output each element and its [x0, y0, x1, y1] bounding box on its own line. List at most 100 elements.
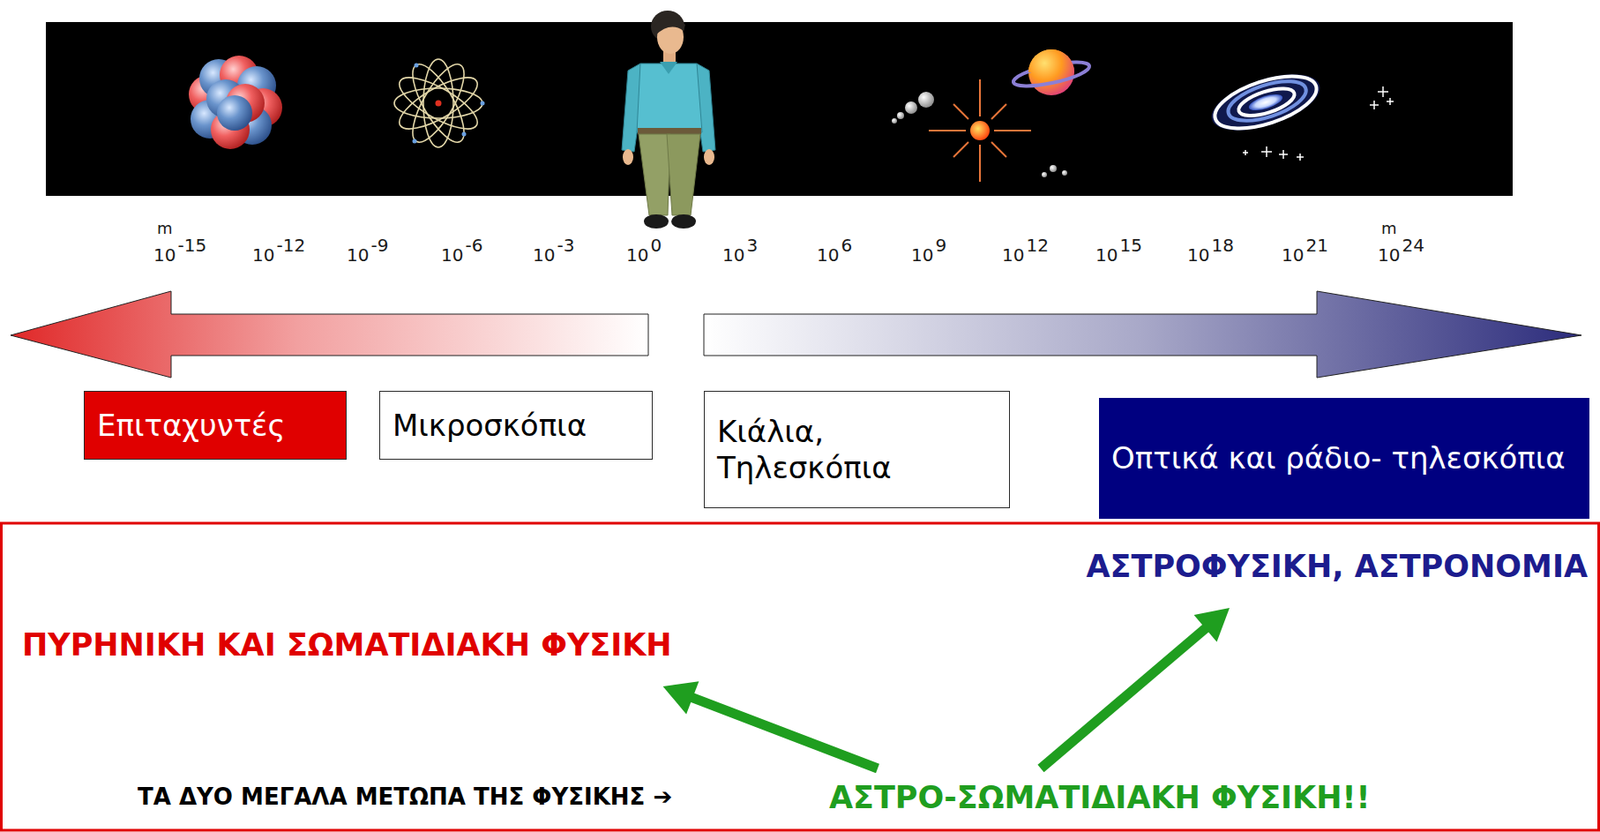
person-figure-part: [638, 134, 671, 216]
galaxy-icon-part: [1209, 66, 1324, 140]
field-heading: ΑΣΤΡΟΦΥΣΙΚΗ, ΑΣΤΡΟΝΟΜΙΑ: [1086, 547, 1588, 585]
box-text: Επιταχυντές: [97, 407, 334, 444]
planets-icon-part: [1028, 49, 1075, 96]
stars-icon-part: [1377, 86, 1389, 98]
scale-arrow-left: [10, 291, 649, 378]
scale-base: 10: [1187, 244, 1210, 266]
person-figure-part: [652, 16, 686, 36]
planets-icon-part-part: [991, 104, 1007, 120]
planets-icon-part: [970, 120, 990, 141]
scale-exponent: 6: [840, 234, 853, 256]
summary-panel: [1, 523, 1600, 830]
scale-exponent: 18: [1211, 234, 1234, 256]
scale-exponent: 3: [746, 234, 758, 256]
scale-exponent: -9: [370, 234, 389, 256]
planets-icon-part: [897, 112, 905, 120]
heading-text: ΑΣΤΡΟ-ΣΩΜΑΤΙΔΙΑΚΗ ΦΥΣΙΚΗ!!: [829, 778, 1370, 816]
planets-icon-part-part: [979, 79, 981, 117]
person-figure: [621, 10, 716, 229]
scale-base: 10: [1377, 244, 1400, 266]
unit-label: m: [157, 219, 173, 238]
atom-icon-part: [403, 57, 473, 150]
nucleus-icon: [188, 55, 283, 150]
atom-icon-part: [394, 88, 483, 119]
person-figure-part: [636, 63, 703, 133]
planets-icon-part: [1041, 171, 1047, 178]
scale-base: 10: [1095, 244, 1118, 266]
arrow-shaft: [689, 695, 878, 769]
field-heading: ΑΣΤΡΟ-ΣΩΜΑΤΙΔΙΑΚΗ ΦΥΣΙΚΗ!!: [829, 778, 1370, 816]
galaxy-icon-part: [1247, 90, 1285, 114]
scale-exponent: 12: [1025, 234, 1048, 256]
planets-icon-part-part: [953, 104, 969, 120]
planets-icon-part: [918, 91, 935, 108]
planets-icon-part: [891, 118, 898, 124]
atom-icon-part: [462, 132, 467, 137]
scale-exponent: -12: [276, 234, 306, 256]
scale-band: [45, 22, 1513, 196]
instrument-box: Μικροσκόπια: [379, 390, 653, 460]
person-figure-part: [666, 134, 701, 216]
planets-icon-part: [1049, 164, 1057, 172]
box-text: Μικροσκόπια: [392, 407, 640, 444]
scale-exponent: 24: [1401, 234, 1424, 256]
stars-icon-part: [1261, 146, 1272, 158]
unit-label: m: [1381, 219, 1398, 238]
scale-base: 10: [722, 244, 745, 266]
person-figure-part: [671, 214, 696, 229]
planets-icon-part-part: [979, 144, 981, 182]
scale-exponent: -3: [556, 234, 575, 256]
scale-exponent: 0: [650, 234, 662, 256]
scale-base: 10: [911, 244, 934, 266]
stars-icon-part: [1296, 153, 1304, 161]
arrow-shaft: [1040, 626, 1209, 769]
stars-icon-part: [1386, 97, 1394, 105]
box-text: Κιάλια, Τηλεσκόπια: [717, 413, 997, 486]
nucleus-icon-part: [216, 95, 253, 131]
field-heading: ΠΥΡΗΝΙΚΗ ΚΑΙ ΣΩΜΑΤΙΔΙΑΚΗ ΦΥΣΙΚΗ: [22, 626, 673, 664]
atom-icon-part: [392, 67, 485, 138]
galaxy-icon: [1204, 62, 1327, 142]
heading-text: ΠΥΡΗΝΙΚΗ ΚΑΙ ΣΩΜΑΤΙΔΙΑΚΗ ΦΥΣΙΚΗ: [22, 626, 673, 664]
planets-icon-part: [1028, 49, 1075, 96]
heading-text: ΑΣΤΡΟΦΥΣΙΚΗ, ΑΣΤΡΟΝΟΜΙΑ: [1086, 547, 1588, 585]
instrument-box: Κιάλια, Τηλεσκόπια: [703, 390, 1010, 509]
box-text: Οπτικά και ράδιο- τηλεσκόπια: [1111, 440, 1578, 477]
galaxy-icon-part: [1235, 82, 1298, 121]
person-figure-part: [622, 149, 634, 165]
atom-icon-part: [414, 63, 419, 68]
scale-base: 10: [532, 244, 555, 266]
planets-icon-part: [904, 101, 918, 114]
scale-base: 10: [153, 244, 176, 266]
planets-icon-part-part: [994, 129, 1032, 132]
caption-note: ΤΑ ΔΥΟ ΜΕΓΑΛΑ ΜΕΤΩΠΑ ΤΗΣ ΦΥΣΙΚΗΣ ➔: [137, 782, 673, 811]
atom-icon-part: [423, 59, 454, 148]
atom-icon: [392, 57, 485, 150]
scale-arrow-right: [703, 291, 1582, 378]
scale-exponent: 15: [1119, 234, 1142, 256]
scale-base: 10: [346, 244, 369, 266]
planets-icon-part-part: [991, 142, 1007, 158]
atom-icon-part: [403, 57, 473, 150]
atom-icon-part: [480, 101, 486, 106]
atom-icon-part: [392, 67, 485, 138]
scale-exponent: -15: [177, 234, 207, 256]
person-figure-part: [643, 214, 669, 229]
scale-base: 10: [252, 244, 275, 266]
person-figure-part: [637, 127, 702, 135]
stars-icon-part: [1242, 149, 1249, 156]
planets-icon-part: [1061, 170, 1068, 176]
scale-base: 10: [1001, 244, 1025, 266]
stars-icon-part: [1369, 100, 1379, 110]
atom-icon-part: [435, 100, 442, 107]
person-figure-part: [659, 61, 678, 75]
stars-icon-part: [1278, 149, 1288, 159]
green-arrow: [1040, 607, 1230, 769]
planets-icon: [891, 49, 1092, 182]
scale-exponent: 21: [1305, 234, 1328, 256]
galaxy-icon-part: [1204, 62, 1327, 142]
planets-icon-part-part: [928, 129, 966, 132]
scale-base: 10: [816, 244, 839, 266]
arrow-head: [1194, 607, 1230, 643]
